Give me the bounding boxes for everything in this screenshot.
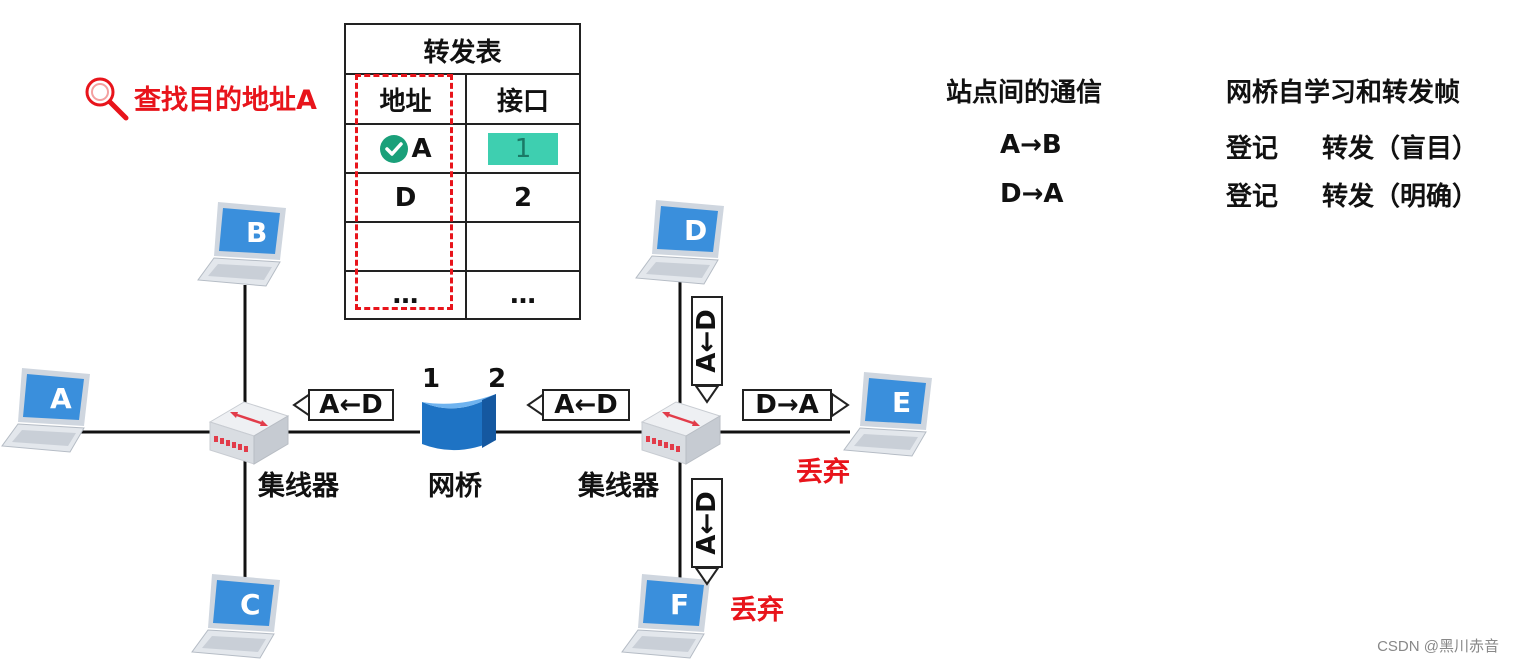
hollow-arrow-down-icon [694, 567, 720, 586]
frame-down-f: A←D [691, 478, 723, 568]
row-address: D [394, 182, 417, 213]
table-row [346, 221, 579, 270]
row-interface: … [465, 272, 579, 318]
hub-icon [208, 401, 290, 465]
laptop-icon [635, 200, 724, 285]
laptop-f: F [620, 572, 712, 664]
laptop-icon [843, 372, 932, 457]
search-icon [85, 77, 129, 121]
laptop-icon [191, 574, 280, 659]
header-interface: 接口 [465, 75, 579, 123]
frame-between: A←D [542, 389, 630, 421]
laptop-label: D [684, 214, 708, 247]
address-column-highlight [355, 74, 453, 310]
row-address: A [411, 133, 432, 164]
hollow-arrow-right-icon [831, 392, 850, 418]
watermark: CSDN @黑川赤音 [1377, 638, 1499, 655]
discard-e-label: 丢弃 [796, 457, 850, 488]
frame-to-e: D→A [742, 389, 832, 421]
header-address: 地址 [379, 86, 432, 117]
action2-row-2: 转发（明确） [1322, 182, 1479, 212]
table-row: D 2 [346, 172, 579, 221]
bridge-icon [422, 394, 496, 451]
laptop-icon [197, 202, 286, 287]
action-header: 网桥自学习和转发帧 [1226, 78, 1461, 108]
action1-row-2: 登记 [1226, 182, 1279, 212]
laptop-label: C [240, 588, 261, 621]
forwarding-table: 转发表 地址 接口 A 1 D 2 … … [344, 23, 581, 320]
row-interface-highlight: 1 [488, 132, 558, 165]
comm-header: 站点间的通信 [946, 78, 1103, 108]
laptop-b: B [196, 200, 288, 292]
frame-left-hub: A←D [308, 389, 394, 421]
bridge-port-2: 2 [488, 364, 507, 394]
laptop-c: C [190, 572, 282, 664]
laptop-label: F [670, 588, 690, 621]
laptop-a: A [0, 366, 92, 458]
laptop-icon [621, 574, 710, 659]
laptop-d: D [634, 198, 726, 290]
frame-down-f-label: A←D [692, 491, 722, 555]
laptop-icon [1, 368, 90, 453]
action1-row-1: 登记 [1226, 134, 1279, 164]
row-interface: 2 [465, 174, 579, 221]
search-label: 查找目的地址A [134, 85, 317, 116]
hub-right-label: 集线器 [578, 471, 659, 502]
bridge-port-1: 1 [422, 364, 441, 394]
row-interface [465, 223, 579, 270]
frame-up-d-label: A←D [692, 309, 722, 373]
table-row: A 1 [346, 123, 579, 172]
action2-row-1: 转发（盲目） [1322, 134, 1479, 164]
table-row: … … [346, 270, 579, 318]
bridge-label: 网桥 [428, 471, 482, 502]
laptop-label: A [50, 382, 72, 415]
hub-icon [640, 401, 722, 465]
check-icon [380, 134, 409, 163]
table-header-row: 地址 接口 [346, 73, 579, 123]
comm-row-1: A→B [1000, 130, 1062, 160]
table-title: 转发表 [423, 37, 502, 68]
laptop-label: B [246, 216, 268, 249]
row-address: … [392, 280, 419, 310]
discard-f-label: 丢弃 [730, 595, 784, 626]
hollow-arrow-down-icon [694, 385, 720, 404]
hub-left-label: 集线器 [258, 471, 339, 502]
laptop-label: E [892, 386, 912, 419]
comm-row-2: D→A [1000, 179, 1064, 209]
laptop-e: E [842, 370, 934, 462]
frame-up-d: A←D [691, 296, 723, 386]
